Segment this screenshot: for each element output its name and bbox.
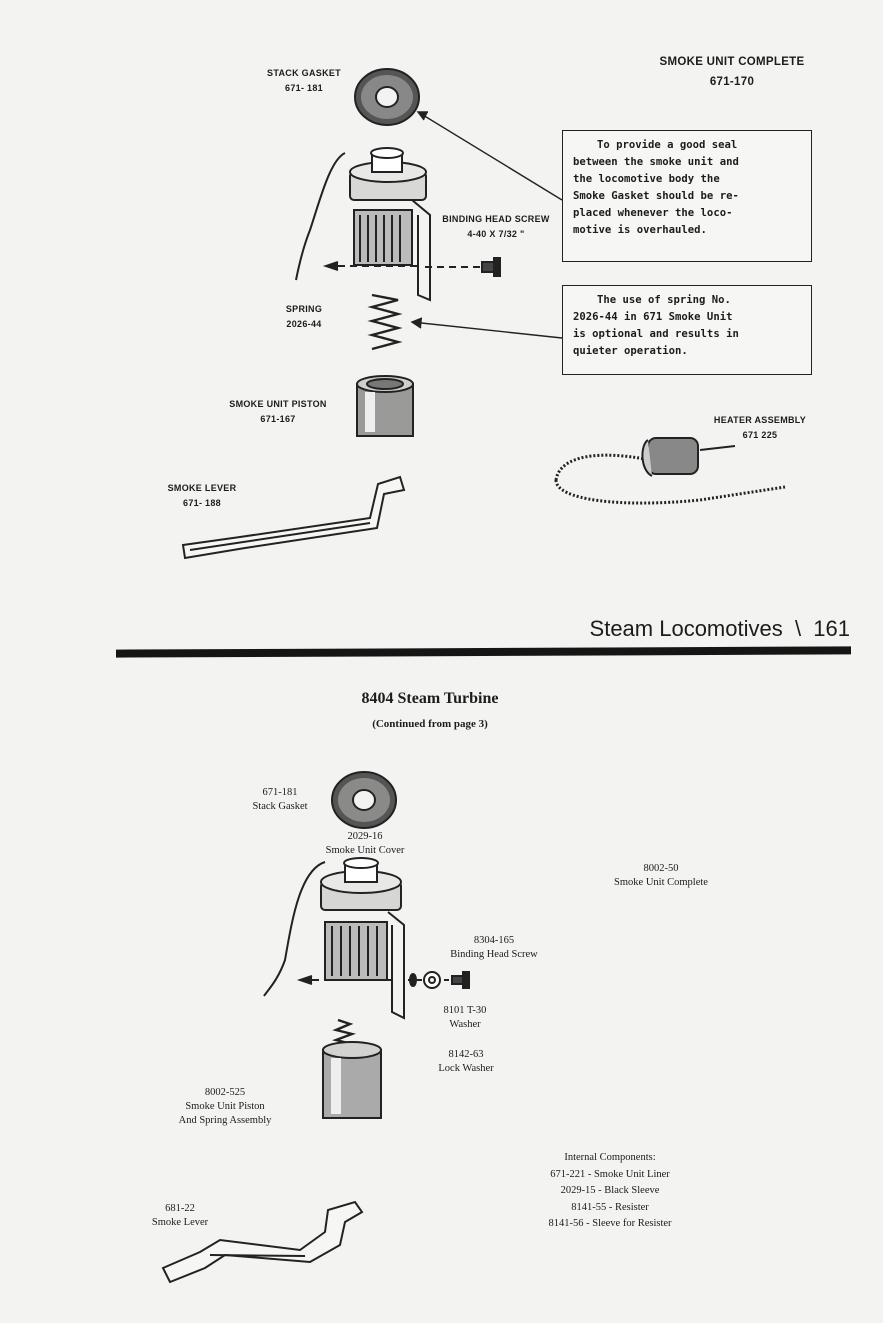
bottom-lever-name: Smoke Lever — [151, 1217, 209, 1228]
bottom-gasket-part: 671-181 — [262, 787, 298, 798]
internal-component-item: 8141-55 - Resister — [571, 1201, 649, 1213]
bottom-smoke-unit-drawing — [263, 857, 405, 1020]
binding-screw-drawing — [425, 257, 501, 277]
heading-part: 671-170 — [709, 76, 755, 88]
heater-name: HEATER ASSEMBLY — [713, 415, 807, 425]
lever-name: SMOKE LEVER — [167, 483, 237, 493]
piston-name: SMOKE UNIT PISTON — [229, 399, 327, 409]
bottom-cover-label: 2029-16 Smoke Unit Cover — [310, 830, 420, 858]
bottom-piston-label: 8002-525 Smoke Unit Piston And Spring As… — [160, 1086, 290, 1128]
heater-drawing — [554, 437, 786, 505]
gasket-note-box: To provide a good seal between the smoke… — [562, 130, 812, 262]
bottom-screw-name: Binding Head Screw — [450, 949, 538, 960]
heater-label: HEATER ASSEMBLY 671 225 — [700, 413, 820, 443]
bottom-lever-part: 681-22 — [165, 1203, 195, 1214]
stack-gasket-label: STACK GASKET 671- 181 — [254, 66, 354, 96]
heading-title: SMOKE UNIT COMPLETE — [659, 56, 805, 68]
heater-part: 671 225 — [742, 430, 778, 440]
internal-component-item: 2029-15 - Black Sleeve — [560, 1185, 660, 1196]
gasket-note-line: placed whenever the loco- — [573, 207, 733, 219]
bottom-piston-name: Smoke Unit Piston — [185, 1101, 265, 1112]
stack-gasket-part: 671- 181 — [285, 83, 323, 93]
bottom-title: 8404 Steam Turbine — [361, 690, 499, 707]
spring-note-box: The use of spring No. 2026-44 in 671 Smo… — [562, 285, 812, 375]
gasket-note-line: To provide a good seal — [597, 139, 738, 151]
internal-component-item: 8141-56 - Sleeve for Resister — [548, 1218, 672, 1229]
gasket-note-line: the locomotive body the — [573, 173, 720, 185]
lever-part: 671- 188 — [183, 498, 221, 508]
bottom-washer-part: 8101 T-30 — [443, 1005, 487, 1016]
smoke-lever-drawing — [181, 475, 406, 560]
bottom-piston-part: 8002-525 — [204, 1087, 246, 1098]
internal-component-item: 671-221 - Smoke Unit Liner — [550, 1168, 670, 1180]
bottom-lock-washer-part: 8142-63 — [448, 1049, 484, 1060]
piston-part: 671-167 — [260, 414, 296, 424]
spring-part: 2026-44 — [286, 319, 322, 329]
section-title: Steam Locomotives \ 161 — [589, 616, 850, 641]
callout-arrows — [410, 111, 563, 339]
stack-gasket-drawing — [354, 68, 420, 126]
spring-note-line: 2026-44 in 671 Smoke Unit — [573, 311, 733, 323]
gasket-note-line: between the smoke unit and — [573, 156, 739, 168]
bottom-complete-name: Smoke Unit Complete — [614, 877, 708, 888]
bottom-washer-label: 8101 T-30 Washer — [420, 1004, 510, 1032]
bottom-fasteners-drawing — [408, 971, 470, 989]
bottom-cover-name: Smoke Unit Cover — [325, 845, 405, 856]
bottom-lever-drawing — [161, 1200, 364, 1284]
piston-drawing — [356, 375, 414, 437]
bottom-cover-part: 2029-16 — [347, 831, 383, 842]
spring-note-line: quieter operation. — [573, 345, 688, 357]
bottom-lock-washer-label: 8142-63 Lock Washer — [416, 1048, 516, 1076]
bottom-lock-washer-name: Lock Washer — [438, 1063, 494, 1074]
bottom-gasket-drawing — [331, 771, 397, 829]
binding-screw-label: BINDING HEAD SCREW 4-40 X 7/32 " — [428, 212, 564, 242]
bottom-complete-part: 8002-50 — [643, 863, 679, 874]
smoke-unit-complete-heading: SMOKE UNIT COMPLETE 671-170 — [632, 52, 832, 92]
internal-components: Internal Components: 671-221 - Smoke Uni… — [530, 1150, 690, 1233]
internal-components-heading: Internal Components: — [564, 1152, 656, 1163]
spring-note-line: The use of spring No. — [597, 294, 731, 306]
gasket-note-line: motive is overhauled. — [573, 224, 707, 236]
bottom-piston-name2: And Spring Assembly — [178, 1115, 272, 1126]
bottom-lever-label: 681-22 Smoke Lever — [140, 1202, 220, 1230]
bottom-screw-part: 8304-165 — [473, 935, 515, 946]
piston-label: SMOKE UNIT PISTON 671-167 — [212, 397, 344, 427]
lever-label: SMOKE LEVER 671- 188 — [154, 481, 250, 511]
spring-label: SPRING 2026-44 — [268, 302, 340, 332]
bottom-gasket-name: Stack Gasket — [252, 801, 308, 812]
spring-name: SPRING — [285, 304, 323, 314]
bottom-piston-drawing — [322, 1018, 382, 1119]
spring-note-line: is optional and results in — [573, 328, 739, 340]
bottom-subtitle: (Continued from page 3) — [372, 718, 488, 730]
bottom-screw-label: 8304-165 Binding Head Screw — [434, 934, 554, 962]
binding-screw-part: 4-40 X 7/32 " — [467, 229, 525, 239]
smoke-unit-drawing — [295, 147, 431, 302]
binding-screw-name: BINDING HEAD SCREW — [442, 214, 550, 224]
spring-drawing — [367, 293, 403, 351]
bottom-gasket-label: 671-181 Stack Gasket — [230, 786, 330, 814]
stack-gasket-name: STACK GASKET — [267, 68, 341, 78]
gasket-note-line: Smoke Gasket should be re- — [573, 190, 739, 202]
bottom-washer-name: Washer — [449, 1019, 481, 1030]
bottom-complete-label: 8002-50 Smoke Unit Complete — [596, 862, 726, 890]
